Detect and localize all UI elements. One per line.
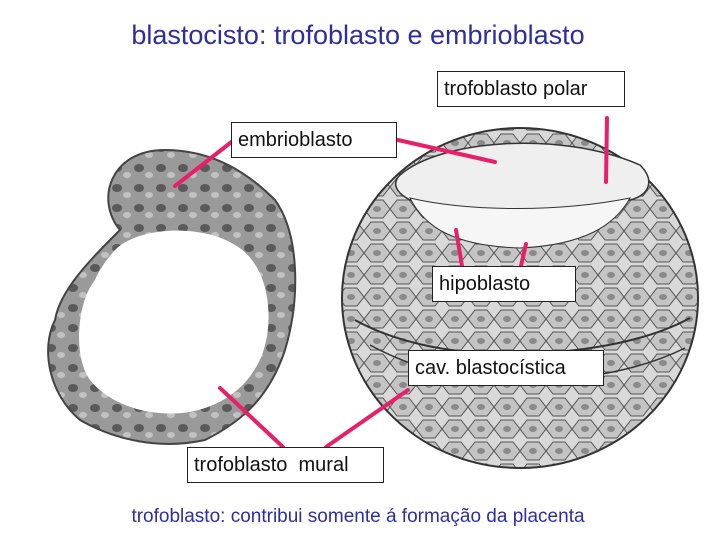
pointer-lines (173, 116, 609, 449)
pointer-trofoblasto-mural (218, 386, 285, 449)
label-cav-blastocistica: cav. blastocística (408, 350, 604, 386)
slide-title: blastocisto: trofoblasto e embrioblasto (131, 20, 585, 50)
pointer-embrioblasto (173, 138, 236, 188)
label-trofoblasto-mural: trofoblasto mural (187, 447, 384, 483)
slide-footer: trofoblasto: contribui somente á formaçã… (131, 506, 585, 527)
label-embrioblasto: embrioblasto (231, 122, 397, 158)
pointer-hipoblasto-2 (519, 242, 528, 268)
pointer-trofoblasto-polar-2 (396, 138, 497, 164)
pointer-trofoblasto-polar-1 (604, 116, 609, 184)
pointer-cav-blastocistica (324, 388, 410, 449)
label-hipoblasto: hipoblasto (432, 266, 576, 302)
pointer-hipoblasto-1 (454, 228, 464, 268)
micrograph-blastocyst (47, 148, 297, 445)
label-trofoblasto-polar: trofoblasto polar (437, 71, 625, 107)
